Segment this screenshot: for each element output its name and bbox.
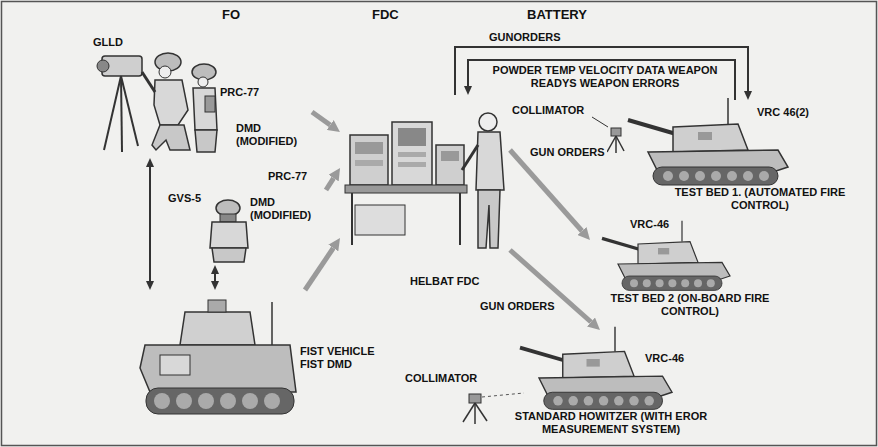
part-label: COLLIMATOR	[405, 372, 477, 385]
part-label: COLLIMATOR	[512, 104, 584, 117]
figure-group: VRC-46TEST BED 2 (ON-BOARD FIRE CONTROL)	[590, 218, 790, 321]
flow-arrow	[468, 60, 735, 100]
figure-group: HELBAT FDC	[340, 95, 510, 295]
figure-caption: TEST BED 1. (AUTOMATED FIRE CONTROL)	[655, 186, 865, 211]
column-heading: FDC	[372, 8, 399, 23]
figure-caption: HELBAT FDC	[410, 275, 479, 288]
figure-caption: GLLD	[93, 36, 123, 49]
figure-group: GLLD PRC-77DMD (MODIFIED)	[75, 30, 312, 158]
arrow-label: GUNORDERS	[487, 31, 563, 44]
figure-caption: VRC-46	[630, 218, 669, 231]
figure-group: VRC-46STANDARD HOWITZER (WITH EROR MEASU…	[495, 330, 731, 440]
flow-arrow	[214, 274, 216, 281]
figure-caption: VRC-46	[645, 352, 684, 365]
figure-caption: VRC 46(2)	[757, 106, 809, 119]
flow-arrow	[455, 47, 748, 95]
flow-arrow	[326, 178, 334, 190]
figure-group: FIST VEHICLE FIST DMD	[130, 290, 396, 420]
figure-caption: PRC-77	[220, 86, 259, 99]
figure-caption: STANDARD HOWITZER (WITH EROR MEASUREMENT…	[495, 410, 727, 435]
column-heading: BATTERY	[527, 8, 587, 23]
figure-group: GVS-5 PRC-77DMD (MODIFIED)	[168, 170, 326, 265]
flow-arrow	[149, 167, 151, 281]
flow-arrow	[305, 248, 333, 290]
fdc-station	[345, 113, 504, 248]
gvs5-observer	[210, 200, 248, 262]
howitzer-test-bed-2	[602, 221, 730, 291]
glld-team	[97, 53, 217, 152]
howitzer-standard	[520, 327, 672, 410]
figure-caption: GVS-5	[168, 192, 201, 205]
column-heading: FO	[222, 8, 240, 23]
collimator-symbol	[463, 393, 524, 424]
flow-arrow	[312, 112, 330, 125]
flow-arrow	[510, 150, 582, 231]
figure-group: VRC 46(2) TEST BED 1. (AUTOMATED FIRE CON…	[625, 100, 870, 215]
figure-caption: DMD (MODIFIED)	[236, 122, 308, 147]
figure-caption: PRC-77	[268, 170, 307, 183]
arrow-label: GUN ORDERS	[528, 146, 607, 159]
arrow-label: GUN ORDERS	[478, 300, 557, 313]
figure-caption: DMD (MODIFIED)	[250, 196, 322, 221]
arrow-label: POWDER TEMP VELOCITY DATA WEAPON READYS …	[478, 64, 732, 89]
fist-vehicle	[140, 300, 296, 414]
figure-caption: FIST VEHICLE FIST DMD	[300, 345, 392, 370]
figure-caption: TEST BED 2 (ON-BOARD FIRE CONTROL)	[595, 292, 785, 317]
